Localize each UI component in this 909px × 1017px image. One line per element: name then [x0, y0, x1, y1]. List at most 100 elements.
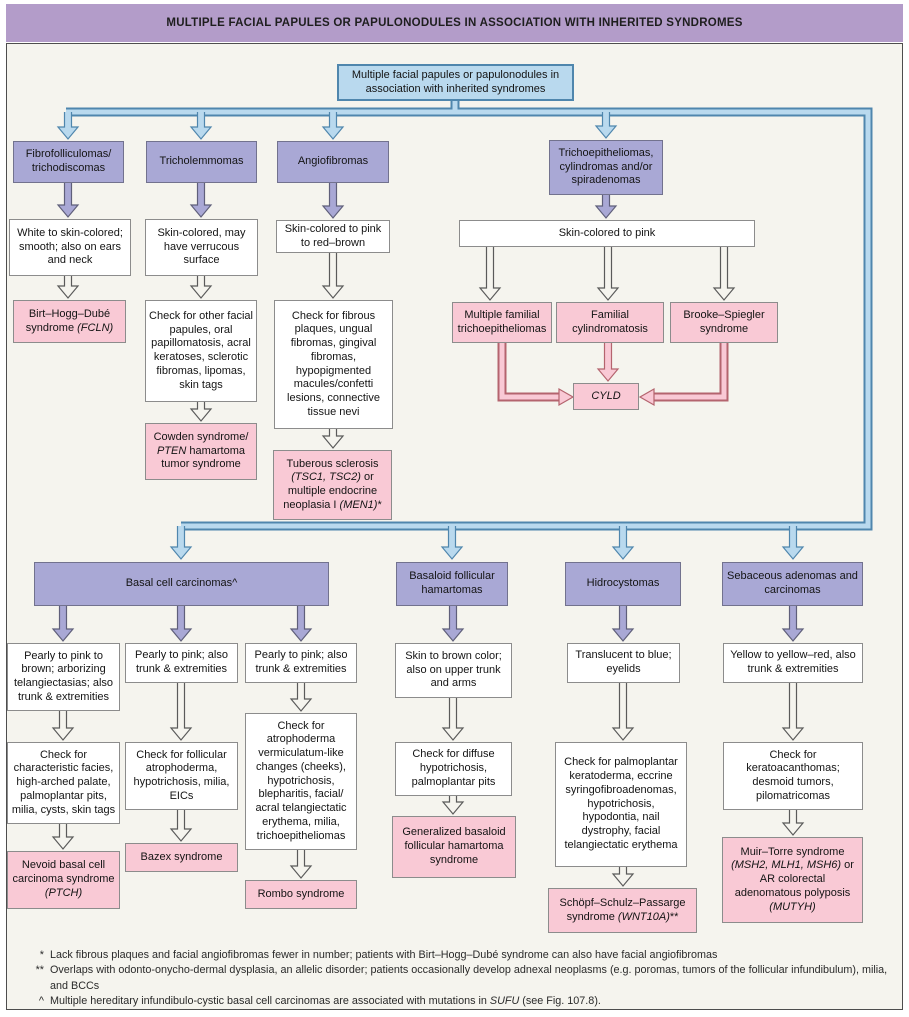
node-label: Generalized basaloid follicular hamartom… [402, 826, 506, 866]
gene-symbol: (MUTYH) [769, 900, 816, 913]
check-hidrocystomas: Check for palmoplantar keratoderma, eccr… [555, 742, 687, 867]
node-label: Hidrocystomas [586, 577, 660, 590]
node-label: Basaloid follicular hamartomas [409, 570, 495, 596]
node-label: Check for palmoplantar keratoderma, eccr… [564, 756, 678, 851]
desc-bcc-1: Pearly to pink to brown; arborizing tela… [7, 643, 120, 711]
desc-fibrofolliculomas: White to skin-colored; smooth; also on e… [9, 219, 131, 276]
node-angiofibromas: Angiofibromas [277, 141, 389, 183]
gene-symbol: (FCLN) [77, 321, 114, 334]
node-label: Check for atrophoderma vermiculatum-like… [255, 719, 347, 842]
gene-symbol: SUFU [489, 994, 520, 1007]
node-label: Pearly to pink to brown; arborizing tela… [13, 649, 114, 703]
gene-symbol: PTEN [156, 444, 187, 457]
node-label: Trichoepitheliomas, cylindromas and/or s… [558, 146, 654, 187]
syndrome-birt-hogg-dube: Birt–Hogg–Dubé syndrome (FCLN) [13, 300, 126, 343]
desc-bcc-3: Pearly to pink; also trunk & extremities [245, 643, 357, 683]
syndrome-multiple-familial-trichoepitheliomas: Multiple familial trichoepitheliomas [452, 302, 552, 343]
node-label: Birt–Hogg–Dubé syndrome (FCLN) [25, 307, 114, 334]
node-label: Nevoid basal cell carcinoma syndrome (PT… [12, 859, 115, 899]
footnote-text: Overlaps with odonto-onycho-dermal dyspl… [50, 964, 888, 992]
figure-title: MULTIPLE FACIAL PAPULES OR PAPULONODULES… [166, 17, 743, 29]
node-label: Angiofibromas [297, 155, 369, 168]
node-label: Check for keratoacanthomas; desmoid tumo… [746, 748, 840, 802]
gene-symbol: (MEN1) [339, 498, 378, 511]
check-sebaceous: Check for keratoacanthomas; desmoid tumo… [723, 742, 863, 810]
node-label: Fibrofolliculomas/trichodiscomas [25, 148, 112, 174]
node-trichoepitheliomas: Trichoepitheliomas, cylindromas and/or s… [549, 140, 663, 195]
desc-angiofibromas: Skin-colored to pink to red–brown [276, 220, 390, 253]
node-label: CYLD [591, 390, 620, 404]
gene-symbol: (WNT10A) [617, 910, 670, 923]
node-label: Check for other facial papules, oral pap… [149, 309, 253, 391]
node-sebaceous-adenomas: Sebaceous adenomas and carcinomas [722, 562, 863, 606]
node-label: Rombo syndrome [257, 887, 345, 900]
check-basaloid-follicular: Check for diffuse hypotrichosis, palmopl… [395, 742, 512, 796]
node-label: Basal cell carcinomas^ [125, 577, 238, 590]
footnote-marker: ^ [38, 994, 44, 1007]
node-tricholemmomas: Tricholemmomas [146, 141, 257, 183]
node-label: White to skin-colored; smooth; also on e… [17, 226, 123, 267]
desc-bcc-2: Pearly to pink; also trunk & extremities [125, 643, 238, 683]
node-label: Check for characteristic facies, high-ar… [11, 748, 116, 816]
node-label: Skin to brown color; also on upper trunk… [405, 649, 502, 690]
footnote-marker: ** [35, 964, 44, 977]
node-label: Multiple facial papules or papulonodules… [351, 68, 560, 95]
gene-symbol: (PTCH) [44, 886, 83, 899]
node-root: Multiple facial papules or papulonodules… [337, 64, 574, 101]
node-fibrofolliculomas: Fibrofolliculomas/trichodiscomas [13, 141, 124, 183]
node-label: Pearly to pink; also trunk & extremities [254, 649, 348, 675]
gene-symbol: CYLD [591, 389, 621, 402]
node-basal-cell-carcinomas: Basal cell carcinomas^ [34, 562, 329, 606]
node-label: Pearly to pink; also trunk & extremities [135, 649, 228, 675]
syndrome-nevoid-bcc: Nevoid basal cell carcinoma syndrome (PT… [7, 851, 120, 909]
node-hidrocystomas: Hidrocystomas [565, 562, 681, 606]
check-bcc-3: Check for atrophoderma vermiculatum-like… [245, 713, 357, 850]
footnote-text: Lack fibrous plaques and facial angiofib… [50, 949, 718, 961]
gene-cyld: CYLD [573, 383, 639, 410]
node-label: Check for follicular atrophoderma, hypot… [133, 748, 230, 802]
footnote-double-asterisk: ** Overlaps with odonto-onycho-dermal dy… [22, 963, 888, 994]
syndrome-brooke-spiegler: Brooke–Spiegler syndrome [670, 302, 778, 343]
node-label: Yellow to yellow–red, also trunk & extre… [730, 649, 856, 675]
node-label: Brooke–Spiegler syndrome [683, 308, 765, 335]
footnotes: * Lack fibrous plaques and facial angiof… [22, 948, 888, 1009]
desc-trichoepitheliomas: Skin-colored to pink [459, 220, 755, 247]
node-label: Schöpf–Schulz–Passarge syndrome (WNT10A)… [559, 896, 686, 923]
node-label: Sebaceous adenomas and carcinomas [727, 570, 858, 596]
check-bcc-2: Check for follicular atrophoderma, hypot… [125, 742, 238, 810]
footnote-marker: * [39, 949, 44, 961]
syndrome-familial-cylindromatosis: Familial cylindromatosis [556, 302, 664, 343]
node-label: Check for fibrous plaques, ungual fibrom… [287, 309, 380, 418]
node-label: Cowden syndrome/PTEN hamartoma tumor syn… [153, 430, 249, 471]
node-label: Muir–Torre syndrome (MSH2, MLH1, MSH6) o… [731, 845, 854, 913]
syndrome-cowden: Cowden syndrome/PTEN hamartoma tumor syn… [145, 423, 257, 480]
node-label: Bazex syndrome [140, 850, 223, 863]
syndrome-tuberous-sclerosis: Tuberous sclerosis (TSC1, TSC2) or multi… [273, 450, 392, 520]
syndrome-generalized-bfh: Generalized basaloid follicular hamartom… [392, 816, 516, 878]
node-basaloid-follicular-hamartomas: Basaloid follicular hamartomas [396, 562, 508, 606]
footnote-caret: ^ Multiple hereditary infundibulo-cystic… [22, 994, 888, 1009]
gene-symbol: (MSH2, MLH1, MSH6) [731, 859, 842, 872]
check-bcc-1: Check for characteristic facies, high-ar… [7, 742, 120, 824]
figure-title-bar: MULTIPLE FACIAL PAPULES OR PAPULONODULES… [6, 4, 903, 42]
node-label: Multiple familial trichoepitheliomas [457, 308, 547, 335]
syndrome-schopf-schulz-passarge: Schöpf–Schulz–Passarge syndrome (WNT10A)… [548, 888, 697, 933]
node-label: Check for diffuse hypotrichosis, palmopl… [411, 748, 496, 788]
desc-sebaceous: Yellow to yellow–red, also trunk & extre… [723, 643, 863, 683]
node-label: Skin-colored to pink to red–brown [284, 222, 382, 249]
check-angiofibromas: Check for fibrous plaques, ungual fibrom… [274, 300, 393, 429]
node-label: Familial cylindromatosis [572, 308, 648, 335]
desc-tricholemmomas: Skin-colored, may have verrucous surface [145, 219, 258, 276]
syndrome-bazex: Bazex syndrome [125, 843, 238, 872]
syndrome-muir-torre: Muir–Torre syndrome (MSH2, MLH1, MSH6) o… [722, 837, 863, 923]
check-tricholemmomas: Check for other facial papules, oral pap… [145, 300, 257, 402]
footnote-asterisk: * Lack fibrous plaques and facial angiof… [22, 948, 888, 963]
node-label: Skin-colored, may have verrucous surface [157, 226, 246, 267]
node-label: Tuberous sclerosis (TSC1, TSC2) or multi… [283, 457, 382, 511]
syndrome-rombo: Rombo syndrome [245, 880, 357, 909]
gene-symbol: (TSC1, TSC2) [291, 471, 361, 484]
desc-hidrocystomas: Translucent to blue; eyelids [567, 643, 680, 683]
node-label: Tricholemmomas [159, 155, 244, 168]
